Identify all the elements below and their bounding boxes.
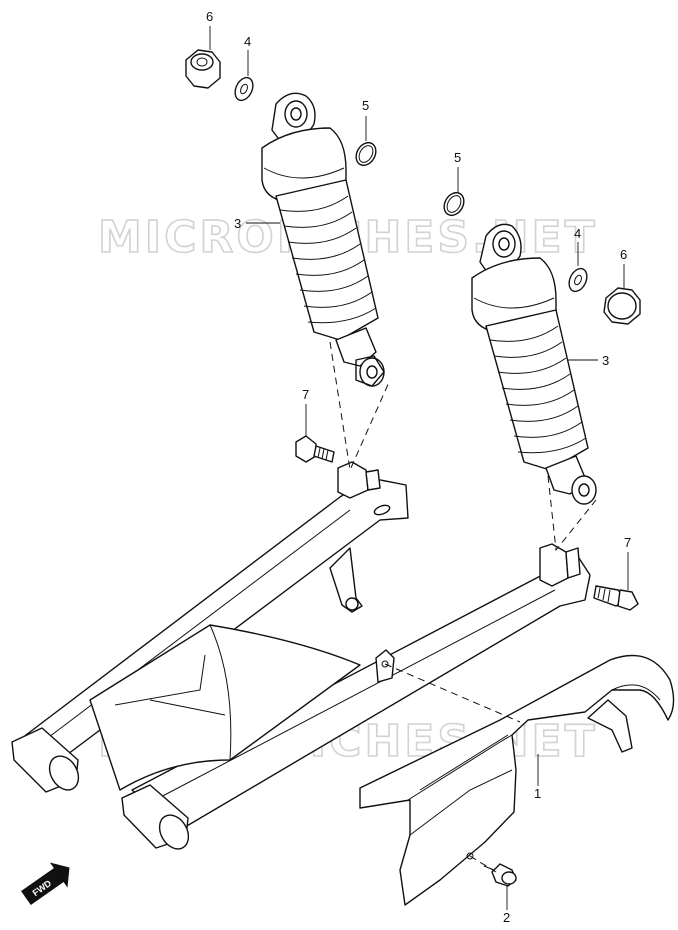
right-shock-bolt (593, 585, 639, 611)
callout-5-left: 5 (362, 98, 369, 141)
callout-2: 2 (503, 886, 510, 925)
right-shock-dash (547, 475, 597, 552)
left-washer (234, 76, 254, 102)
callout-7-left: 7 (302, 387, 309, 436)
left-shock-dash (329, 341, 391, 472)
callout-1: 1 (534, 754, 541, 801)
svg-text:6: 6 (206, 9, 213, 24)
right-washer (568, 267, 588, 293)
callout-5-right: 5 (454, 150, 461, 192)
svg-text:1: 1 (534, 786, 541, 801)
svg-text:4: 4 (574, 226, 581, 241)
svg-text:3: 3 (602, 353, 609, 368)
svg-text:2: 2 (503, 910, 510, 925)
callout-6-right: 6 (620, 247, 627, 288)
callout-4-right: 4 (574, 226, 581, 266)
callout-3-left: 3 (234, 216, 280, 231)
fwd-arrow: FWD (21, 862, 70, 906)
swingarm (11, 461, 591, 850)
callout-3-right: 3 (568, 353, 609, 368)
svg-text:6: 6 (620, 247, 627, 262)
left-spacer (355, 141, 377, 167)
right-cap-nut (603, 287, 641, 325)
left-shock-bolt (295, 435, 335, 463)
left-shock-absorber (261, 92, 385, 387)
callout-4-left: 4 (244, 34, 251, 76)
right-shock-absorber (471, 223, 597, 505)
right-spacer (443, 191, 465, 217)
svg-text:7: 7 (624, 535, 631, 550)
callout-7-right: 7 (624, 535, 631, 590)
callout-6-left: 6 (206, 9, 213, 50)
svg-text:5: 5 (362, 98, 369, 113)
chain-case-bolt (483, 863, 517, 887)
chain-case (359, 654, 675, 906)
left-cap-nut (185, 49, 221, 89)
svg-text:3: 3 (234, 216, 241, 231)
svg-text:5: 5 (454, 150, 461, 165)
bolt-dash (469, 855, 497, 873)
svg-text:7: 7 (302, 387, 309, 402)
svg-text:4: 4 (244, 34, 251, 49)
chain-case-dash (384, 663, 521, 723)
